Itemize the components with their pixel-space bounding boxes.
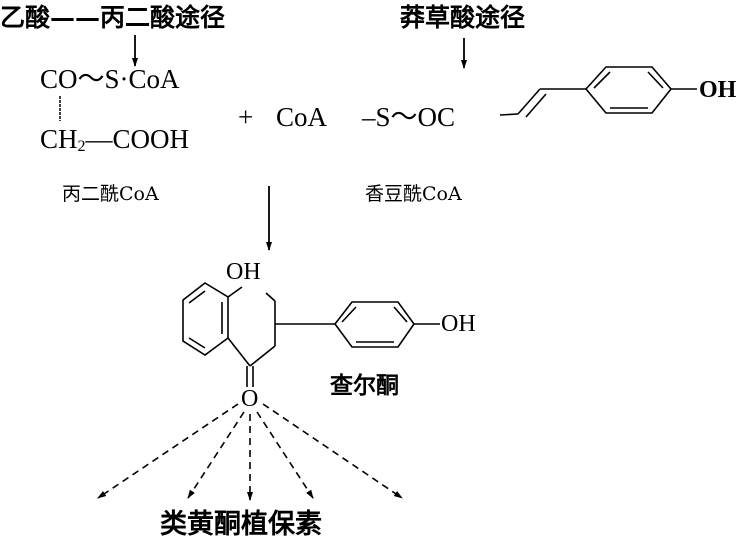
acetate-malonate-pathway-label: 乙酸——丙二酸途径 [0,3,226,32]
malonyl-coa-line2: CH2—COOH [40,126,189,155]
branch-arrow-2 [187,411,245,499]
cooh-label: —COOH [85,124,190,154]
chalcone-structure [182,282,440,387]
chalcone-hydroxyl-top: OH [226,259,261,285]
ch-label: CH [40,124,78,154]
coumaroyl-benzene-ring [584,66,697,114]
branch-arrow-1 [97,403,239,499]
branch-arrow-5 [262,403,403,499]
chalcone-hydroxyl-right: OH [441,311,476,337]
plus-sign: + [238,102,254,132]
subscript-2: 2 [77,138,86,155]
carbonyl-oxygen: O [241,386,259,412]
shikimate-pathway-label: 莽草酸途径 [400,3,526,32]
malonyl-coa-name: 丙二酰CoA [62,183,159,205]
branch-arrows [97,403,403,501]
coumaroyl-side-chain [499,88,586,118]
malonyl-coa-line1: CO〜S·CoA [40,64,180,94]
chalcone-name: 查尔酮 [330,372,399,399]
coa-label: CoA [276,102,328,132]
coumaroyl-coa-name: 香豆酰CoA [365,183,462,205]
coumaroyl-hydroxyl: OH [699,77,737,103]
flavonoid-phytoalexins-label: 类黄酮植保素 [160,509,322,540]
coumaroyl-thioester: –S〜OC [362,102,456,132]
branch-arrow-4 [256,411,314,499]
